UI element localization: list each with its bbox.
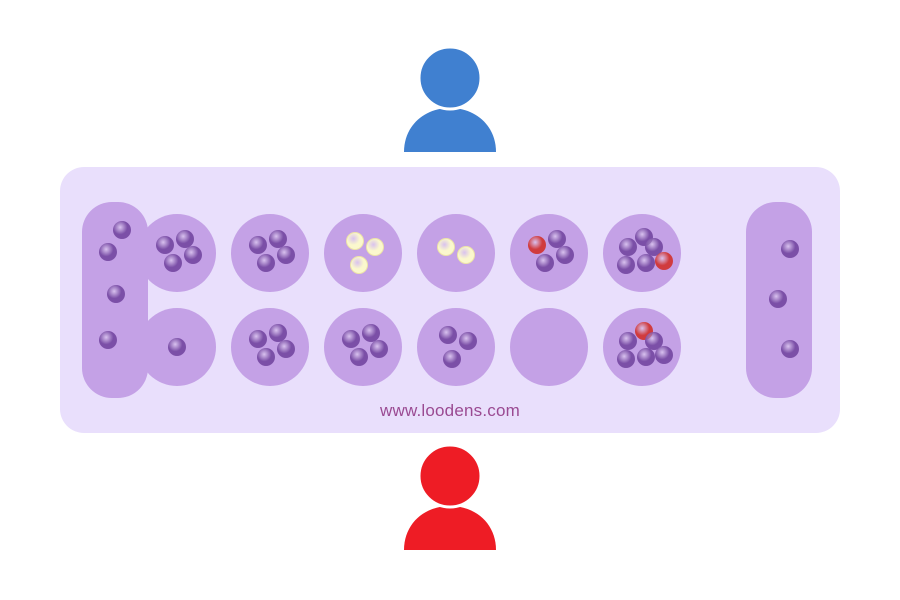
- seed: [645, 238, 663, 256]
- seed: [637, 254, 655, 272]
- top-pit-3[interactable]: [324, 214, 402, 292]
- seed: [176, 230, 194, 248]
- top-player-head: [420, 48, 480, 108]
- bottom-player-avatar-icon: [404, 446, 496, 550]
- seed: [366, 238, 384, 256]
- seed: [439, 326, 457, 344]
- top-pit-6[interactable]: [603, 214, 681, 292]
- bottom-pit-5[interactable]: [510, 308, 588, 386]
- seed: [637, 348, 655, 366]
- seed: [617, 256, 635, 274]
- seed: [249, 330, 267, 348]
- seed: [781, 340, 799, 358]
- seed: [346, 232, 364, 250]
- seed: [655, 252, 673, 270]
- seed: [769, 290, 787, 308]
- seed: [619, 332, 637, 350]
- bottom-pit-2[interactable]: [231, 308, 309, 386]
- bottom-pit-6[interactable]: [603, 308, 681, 386]
- seed: [350, 348, 368, 366]
- seed: [168, 338, 186, 356]
- seed: [249, 236, 267, 254]
- seed: [619, 238, 637, 256]
- seed: [257, 254, 275, 272]
- seed: [645, 332, 663, 350]
- mancala-board: www.loodens.com: [60, 167, 840, 433]
- bottom-pit-4[interactable]: [417, 308, 495, 386]
- seed: [655, 346, 673, 364]
- seed: [269, 324, 287, 342]
- top-pit-4[interactable]: [417, 214, 495, 292]
- seed: [443, 350, 461, 368]
- top-pit-1[interactable]: [138, 214, 216, 292]
- store-left: [82, 202, 148, 398]
- seed: [556, 246, 574, 264]
- seed: [342, 330, 360, 348]
- seed: [164, 254, 182, 272]
- seed: [528, 236, 546, 254]
- seed: [350, 256, 368, 274]
- seed: [781, 240, 799, 258]
- seed: [269, 230, 287, 248]
- top-player-body: [404, 108, 496, 152]
- seed: [617, 350, 635, 368]
- seed: [457, 246, 475, 264]
- bottom-player-head: [420, 446, 480, 506]
- bottom-pit-3[interactable]: [324, 308, 402, 386]
- top-player-avatar-icon: [404, 48, 496, 152]
- seed: [437, 238, 455, 256]
- seed: [459, 332, 477, 350]
- seed: [277, 340, 295, 358]
- watermark-text[interactable]: www.loodens.com: [379, 401, 520, 420]
- seed: [99, 243, 117, 261]
- seed: [362, 324, 380, 342]
- store-right: [746, 202, 812, 398]
- seed: [113, 221, 131, 239]
- seed: [536, 254, 554, 272]
- top-pit-2[interactable]: [231, 214, 309, 292]
- seed: [548, 230, 566, 248]
- seed: [184, 246, 202, 264]
- seed: [257, 348, 275, 366]
- top-pit-5[interactable]: [510, 214, 588, 292]
- bottom-pit-1[interactable]: [138, 308, 216, 386]
- seed: [370, 340, 388, 358]
- seed: [107, 285, 125, 303]
- seed: [156, 236, 174, 254]
- seed: [277, 246, 295, 264]
- bottom-player-body: [404, 506, 496, 550]
- seed: [99, 331, 117, 349]
